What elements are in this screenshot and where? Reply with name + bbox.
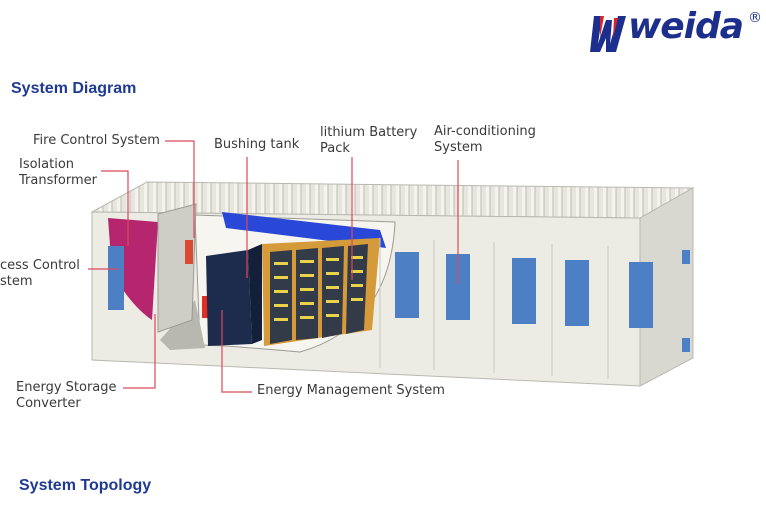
label-fire-control-system: Fire Control System [33, 133, 160, 148]
isolation-transformer [108, 218, 158, 320]
blue-panels [108, 246, 653, 328]
ems-cabinet-side [248, 244, 262, 344]
container-end-face [639, 187, 694, 387]
leader-fire-control [165, 140, 195, 238]
label-process-control-system: cess Control stem [0, 258, 80, 289]
weida-logo-mark [590, 16, 626, 52]
label-isolation-transformer: Isolation Transformer [19, 157, 98, 188]
cable-tray [222, 212, 386, 248]
label-lithium-battery-pack: lithium Battery Pack [320, 125, 418, 156]
fire-extinguisher [202, 296, 211, 318]
door-frames [379, 238, 609, 379]
partition-wall [157, 203, 197, 333]
leader-isolation-transformer [101, 170, 129, 246]
label-energy-management-system: Energy Management System [257, 383, 445, 398]
fire-control-unit [185, 240, 193, 264]
label-bushing-tank: Bushing tank [214, 137, 300, 152]
end-vent [682, 250, 690, 264]
label-air-conditioning-system: Air-conditioning System [434, 124, 536, 155]
label-energy-storage-converter: Energy Storage Converter [16, 380, 117, 411]
leader-energy-storage-converter [123, 314, 156, 389]
interior-floor [160, 300, 205, 350]
leader-lines [88, 140, 459, 393]
registered-mark: ® [748, 10, 762, 26]
weida-logo: weida ® [588, 6, 764, 54]
battery-racks [262, 238, 380, 346]
leader-ems [221, 310, 252, 393]
section-title-system-diagram: System Diagram [11, 80, 137, 97]
section-title-system-topology: System Topology [19, 477, 152, 494]
weida-logo-text: weida [628, 6, 744, 47]
ems-cabinet [206, 250, 252, 346]
end-vent-lower [682, 338, 690, 352]
